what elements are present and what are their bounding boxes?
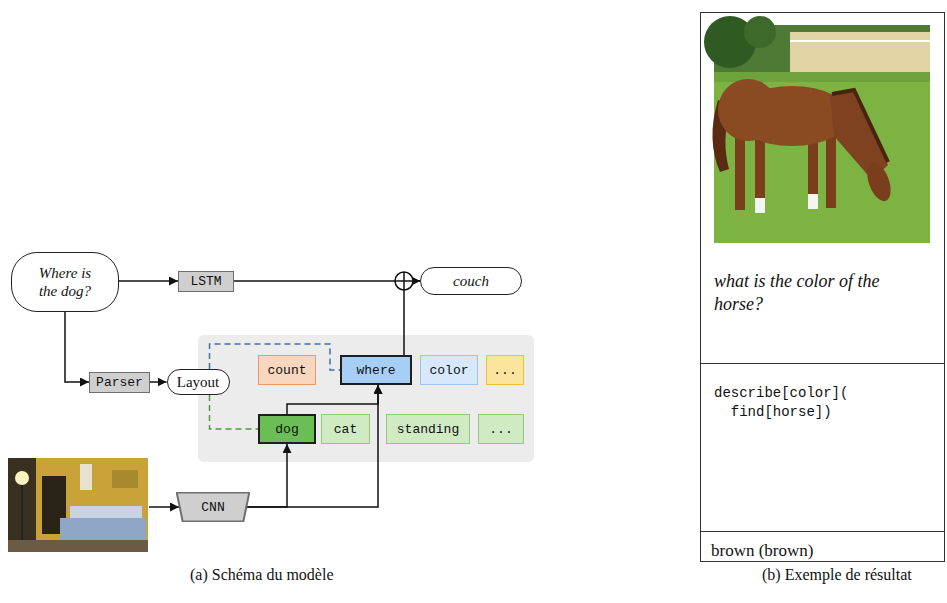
answer-pill: couch bbox=[420, 267, 522, 295]
caption: (b) Exemple de résultat bbox=[762, 566, 912, 584]
caption-text: (b) Exemple de résultat bbox=[762, 566, 912, 583]
drawing-part bbox=[755, 133, 765, 213]
panel-section: brown (brown) bbox=[701, 531, 944, 562]
answer-text: brown (brown) bbox=[711, 541, 944, 561]
caption-text: (a) Schéma du modèle bbox=[190, 566, 334, 583]
node-text: ... bbox=[489, 422, 512, 437]
module-panel bbox=[198, 335, 534, 462]
node-text: cat bbox=[334, 422, 357, 437]
node-text: LSTM bbox=[190, 274, 221, 289]
drawing-part bbox=[395, 272, 413, 290]
connector bbox=[210, 395, 259, 429]
program-text: describe[color]( find[horse]) bbox=[714, 384, 857, 422]
drawing-part bbox=[21, 484, 23, 540]
node-text: couch bbox=[453, 272, 489, 290]
drawing-part bbox=[112, 470, 138, 488]
node-text: count bbox=[267, 363, 306, 378]
connector bbox=[65, 312, 89, 382]
drawing-part bbox=[8, 458, 148, 552]
caption: (a) Schéma du modèle bbox=[190, 566, 334, 584]
node-text: ... bbox=[493, 363, 516, 378]
node-text: Where is the dog? bbox=[30, 264, 100, 300]
drawing-part bbox=[403, 272, 405, 290]
node-text: Layout bbox=[177, 374, 220, 391]
node-text: Parser bbox=[96, 375, 143, 390]
drawing-part bbox=[832, 90, 888, 162]
room-photo bbox=[8, 458, 148, 552]
drawing-part bbox=[790, 32, 930, 72]
connector bbox=[246, 385, 378, 507]
module-box: ... bbox=[478, 414, 524, 444]
module-box: standing bbox=[386, 414, 470, 444]
drawing-part bbox=[80, 464, 92, 490]
trapezoid-shape bbox=[177, 493, 250, 522]
node-text: where bbox=[356, 363, 395, 378]
drawing-part bbox=[863, 160, 895, 204]
connector bbox=[287, 385, 378, 414]
layout-pill: Layout bbox=[167, 369, 230, 395]
question-pill: Where is the dog? bbox=[11, 252, 119, 312]
question-text: what is the color of the horse? bbox=[714, 270, 932, 317]
drawing-part bbox=[808, 194, 818, 209]
module-box: where bbox=[340, 355, 412, 385]
panel-section: describe[color]( find[horse]) bbox=[701, 363, 944, 531]
connector bbox=[404, 281, 420, 355]
drawing-part bbox=[826, 128, 836, 208]
drawing-part bbox=[8, 540, 148, 552]
horse-photo bbox=[704, 16, 930, 243]
drawing-part bbox=[755, 198, 765, 213]
sum-symbol bbox=[395, 272, 413, 290]
module-box: count bbox=[258, 355, 316, 385]
module-box: dog bbox=[258, 414, 316, 444]
module-box: cat bbox=[321, 414, 370, 444]
panel-section: what is the color of the horse? bbox=[701, 256, 944, 363]
module-box: color bbox=[420, 355, 478, 385]
connector bbox=[234, 280, 420, 282]
lstm-box: LSTM bbox=[178, 271, 234, 292]
node-text: dog bbox=[275, 422, 298, 437]
drawing-part bbox=[8, 458, 36, 552]
drawing-part bbox=[60, 518, 146, 542]
image-arrow bbox=[149, 506, 179, 508]
connector bbox=[150, 381, 167, 383]
connector bbox=[246, 444, 287, 507]
node-text: color bbox=[429, 363, 468, 378]
drawing-part bbox=[15, 471, 29, 485]
node-text: CNN bbox=[201, 500, 224, 515]
module-box: ... bbox=[486, 355, 524, 385]
parser-box: Parser bbox=[89, 372, 150, 393]
result-panel: what is the color of the horse? describe[… bbox=[700, 12, 945, 562]
connector bbox=[119, 280, 178, 282]
drawing-part bbox=[790, 40, 930, 42]
node-text: standing bbox=[397, 422, 459, 437]
drawing-part bbox=[744, 16, 776, 48]
cnn-trapezoid: CNN bbox=[176, 492, 250, 522]
